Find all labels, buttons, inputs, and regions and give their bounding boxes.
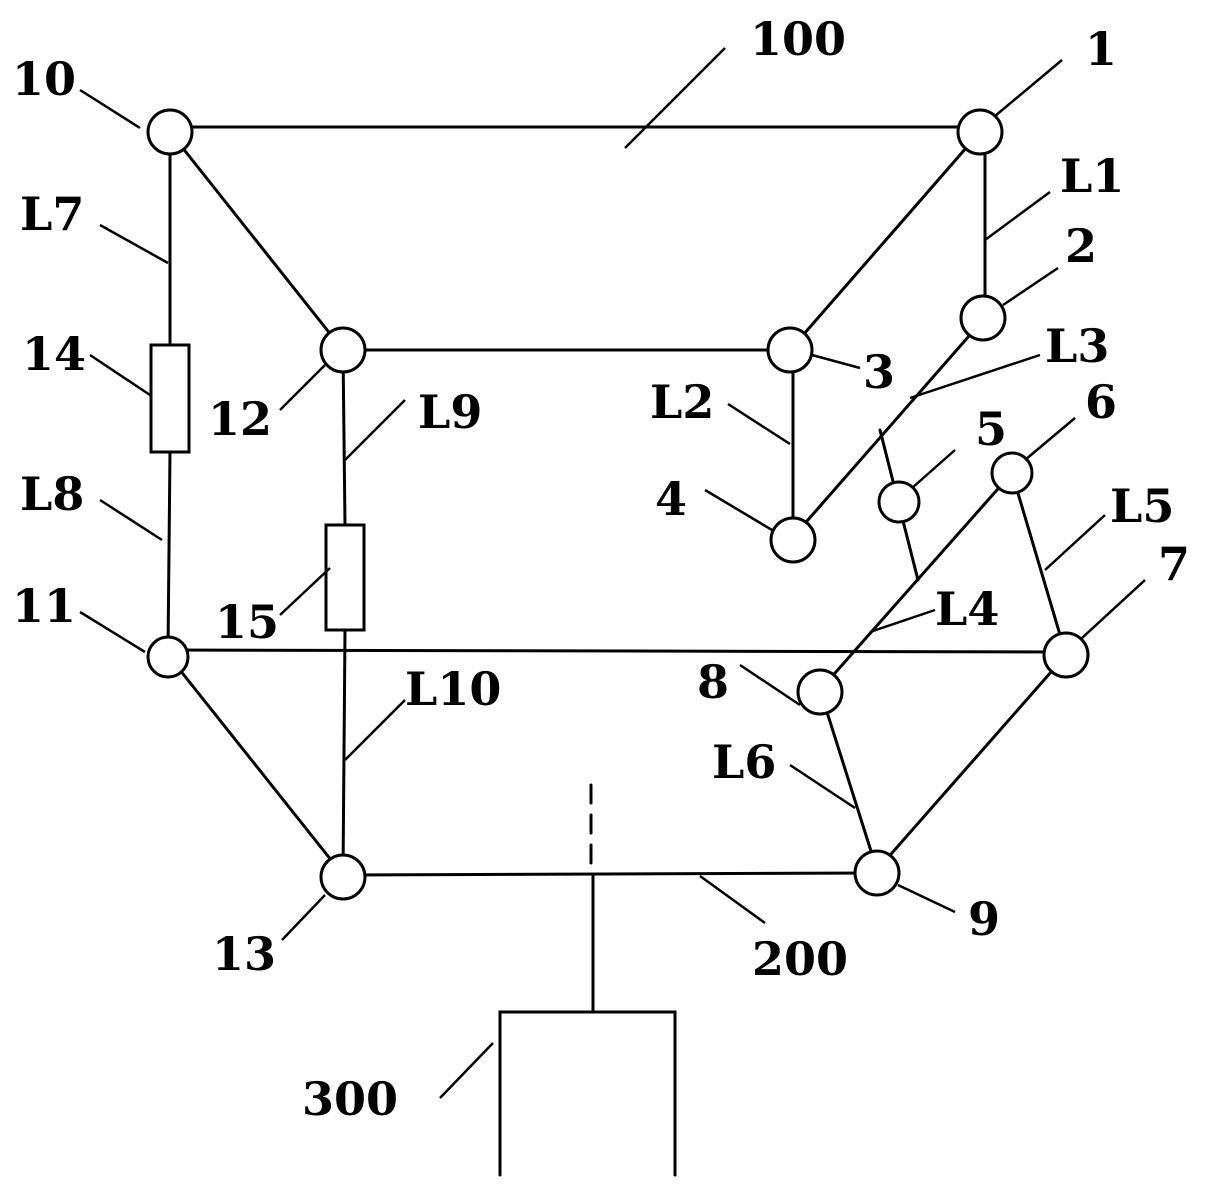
label-300: 300 xyxy=(302,1072,398,1126)
resistor-14 xyxy=(149,343,191,454)
line-L9 xyxy=(341,348,347,527)
leader-L5 xyxy=(1044,514,1106,571)
leader-L10 xyxy=(344,699,406,761)
leader-lines xyxy=(79,47,1146,1099)
node-4 xyxy=(769,516,817,564)
node-1 xyxy=(956,108,1004,156)
line-L3 xyxy=(791,318,985,539)
label-3: 3 xyxy=(863,345,895,399)
label-L1: L1 xyxy=(1060,149,1124,203)
line-7-9 xyxy=(875,653,1068,872)
leader-10 xyxy=(79,88,141,130)
leader-100 xyxy=(624,47,726,149)
label-L8: L8 xyxy=(20,467,84,521)
line-L8 xyxy=(166,450,172,652)
leader-12 xyxy=(279,364,326,411)
line-1-3 xyxy=(788,130,982,352)
label-14: 14 xyxy=(22,327,86,381)
label-200: 200 xyxy=(752,932,848,986)
label-10: 10 xyxy=(12,52,76,106)
label-L6: L6 xyxy=(712,735,776,789)
leader-9 xyxy=(897,883,956,914)
leader-6 xyxy=(1024,417,1076,461)
leader-L7 xyxy=(99,223,169,265)
label-12: 12 xyxy=(208,392,272,446)
component-300-outline xyxy=(498,1010,677,1177)
leader-300 xyxy=(439,1042,494,1099)
leader-200 xyxy=(699,874,766,925)
labels: 100 1 10 L1 L7 2 L3 14 3 6 L9 12 L2 5 L8… xyxy=(12,12,1190,1126)
line-6-8 xyxy=(818,471,1014,692)
line-L5 xyxy=(1010,471,1068,657)
leader-L6 xyxy=(789,763,856,810)
node-13 xyxy=(319,853,367,901)
label-13: 13 xyxy=(212,927,276,981)
node-11 xyxy=(146,635,190,679)
node-8 xyxy=(796,668,844,716)
leader-7 xyxy=(1081,579,1146,639)
label-2: 2 xyxy=(1065,219,1097,273)
connection-lines xyxy=(166,125,1068,1177)
label-L10: L10 xyxy=(405,662,501,716)
label-6: 6 xyxy=(1085,375,1117,429)
leader-5 xyxy=(911,449,956,489)
label-11: 11 xyxy=(12,579,76,633)
node-9 xyxy=(853,849,901,897)
line-11-13 xyxy=(166,653,345,877)
label-15: 15 xyxy=(215,595,279,649)
node-2 xyxy=(959,294,1007,342)
leader-L8 xyxy=(99,498,163,542)
label-4: 4 xyxy=(655,472,687,526)
leader-L1 xyxy=(984,190,1051,242)
node-10 xyxy=(146,108,194,156)
nodes xyxy=(146,108,1090,901)
label-1: 1 xyxy=(1085,22,1117,76)
label-100: 100 xyxy=(750,12,846,66)
label-8: 8 xyxy=(697,655,729,709)
node-12 xyxy=(319,326,367,374)
leader-L2 xyxy=(727,402,791,446)
leader-L4 xyxy=(869,608,936,634)
label-9: 9 xyxy=(968,892,1000,946)
leader-1 xyxy=(994,59,1063,117)
line-L10 xyxy=(341,628,347,877)
leader-4 xyxy=(704,488,773,532)
label-L5: L5 xyxy=(1110,479,1174,533)
leader-L3 xyxy=(909,353,1041,400)
leader-3 xyxy=(811,353,861,370)
node-5 xyxy=(877,480,921,524)
leader-8 xyxy=(739,663,801,707)
label-L4: L4 xyxy=(935,582,999,636)
label-L7: L7 xyxy=(20,187,84,241)
label-L3: L3 xyxy=(1045,319,1109,373)
node-6 xyxy=(990,451,1034,495)
leader-L9 xyxy=(344,399,406,461)
leader-11 xyxy=(79,610,146,654)
leader-13 xyxy=(281,894,326,941)
line-11-7 xyxy=(166,648,1068,654)
label-L2: L2 xyxy=(650,375,714,429)
label-7: 7 xyxy=(1158,537,1190,591)
node-7 xyxy=(1042,631,1090,679)
line-10-12 xyxy=(168,130,345,352)
leader-15 xyxy=(279,567,331,616)
label-L9: L9 xyxy=(418,385,482,439)
leader-14 xyxy=(89,353,151,397)
label-5: 5 xyxy=(975,402,1007,456)
line-L6 xyxy=(818,688,879,872)
resistor-15 xyxy=(324,523,366,632)
line-13-9 xyxy=(341,871,879,877)
leader-2 xyxy=(1002,266,1059,307)
node-3 xyxy=(766,326,814,374)
